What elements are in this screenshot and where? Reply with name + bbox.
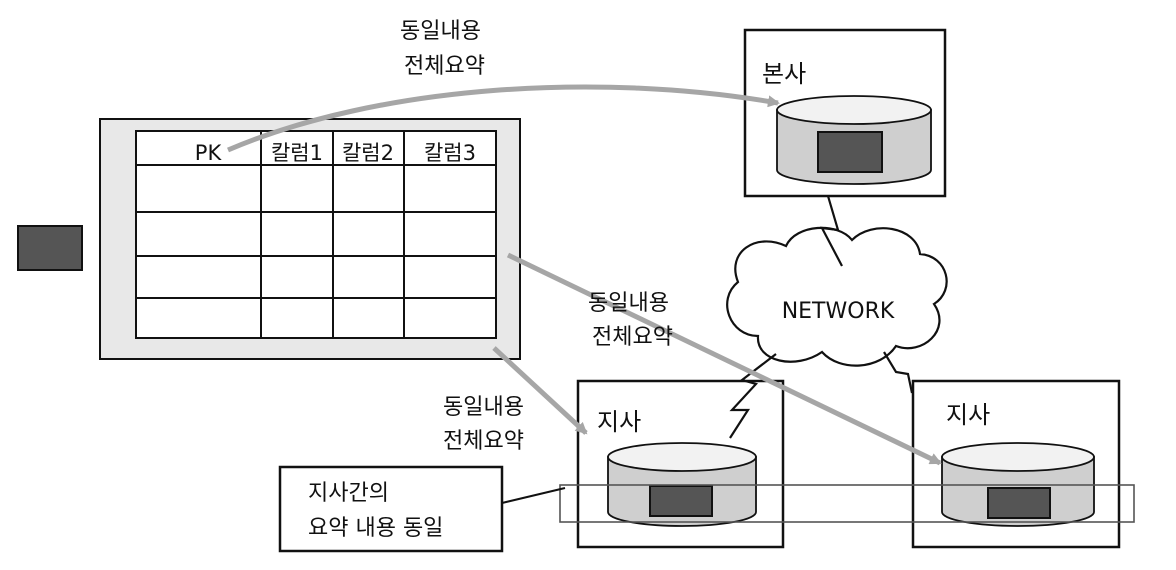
note-line-2: 요약 내용 동일 <box>308 516 443 541</box>
network-cloud: NETWORK <box>726 226 948 367</box>
branch-node-2: 지사 <box>911 379 1121 549</box>
hq-label: 본사 <box>762 60 806 88</box>
arrow-table-to-hq <box>227 84 780 153</box>
data-block-icon <box>17 225 83 271</box>
source-table-panel: PK 칼럼1 칼럼2 칼럼3 <box>99 118 521 360</box>
label-mid-line2: 전체요약 <box>592 325 673 350</box>
label-top-line1: 동일내용 <box>400 19 481 44</box>
branch-group-band <box>559 484 1135 523</box>
branch2-database-icon <box>941 442 1095 527</box>
table-header-col1: 칼럼1 <box>271 141 323 165</box>
hq-node: 본사 <box>743 28 947 198</box>
link-network-branch1 <box>729 353 777 439</box>
branch-node-1: 지사 <box>576 379 785 549</box>
table-header-col3: 칼럼3 <box>424 141 476 165</box>
branch-summary-note: 지사간의 요약 내용 동일 <box>278 465 504 553</box>
note-line-1: 지사간의 <box>308 481 389 506</box>
label-left-line1: 동일내용 <box>443 395 524 420</box>
branch1-label: 지사 <box>597 408 641 436</box>
note-connector <box>501 487 566 504</box>
network-label: NETWORK <box>782 299 895 324</box>
table-header-col2: 칼럼2 <box>342 141 394 165</box>
hq-database-icon <box>776 95 932 185</box>
table-header-pk: PK <box>195 141 223 165</box>
label-left-line2: 전체요약 <box>443 429 524 454</box>
link-hq-network <box>820 195 843 267</box>
arrow-table-to-branch1 <box>492 346 588 435</box>
branch1-database-icon <box>607 442 757 527</box>
link-network-branch2 <box>883 351 914 394</box>
arrow-table-to-branch2 <box>506 252 942 466</box>
label-mid-line1: 동일내용 <box>588 291 669 316</box>
branch2-label: 지사 <box>946 401 990 429</box>
label-top-line2: 전체요약 <box>404 54 485 79</box>
